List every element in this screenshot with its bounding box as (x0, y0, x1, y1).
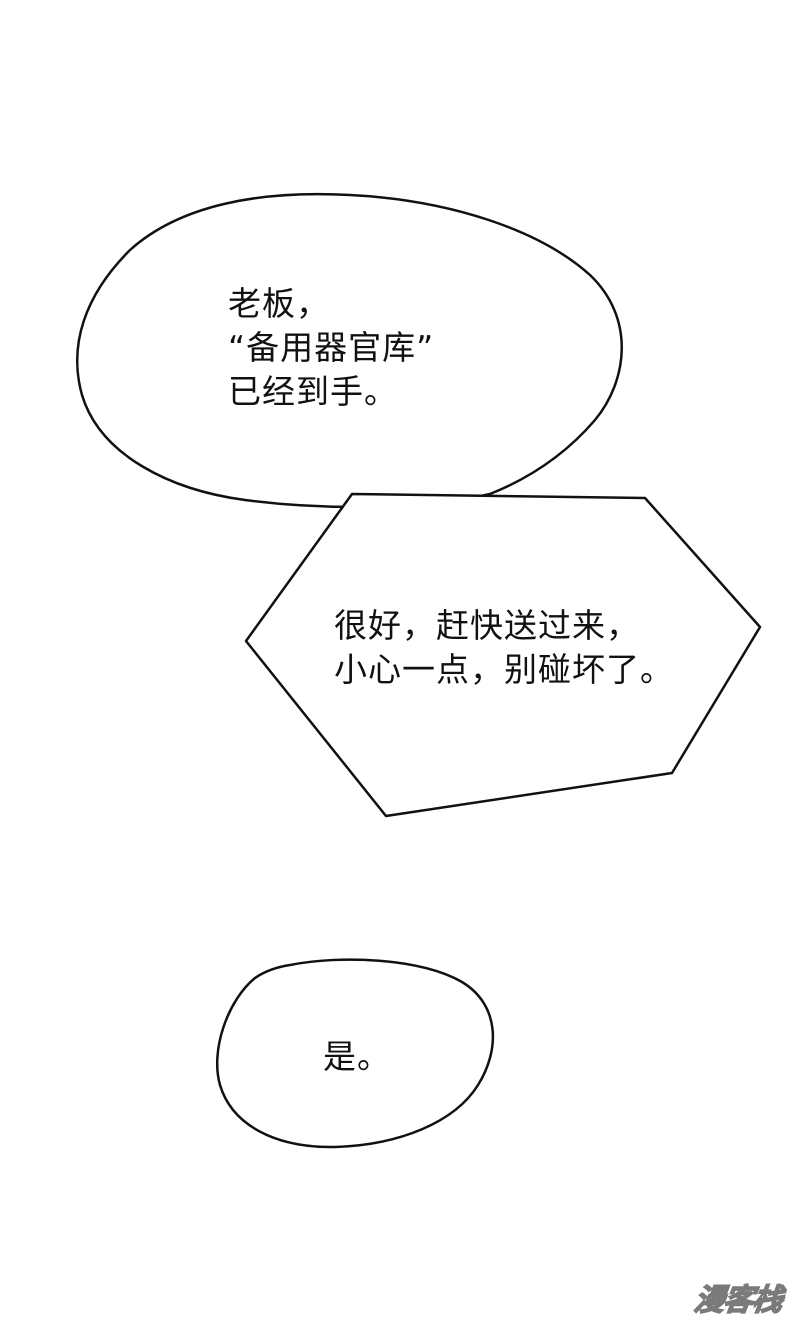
speech-line: 已经到手。 (228, 372, 398, 411)
speech-bubble-2-text: 很好，赶快送过来， 小心一点，别碰坏了。 (334, 604, 674, 692)
speech-bubble-2-outline (244, 492, 762, 818)
speech-bubble-3-outline (215, 958, 495, 1149)
speech-bubble-1-outline (75, 192, 623, 509)
speech-line: 很好，赶快送过来， (334, 606, 640, 645)
speech-line: “备用器官库” (228, 328, 435, 367)
speech-line: 小心一点，别碰坏了。 (334, 650, 674, 689)
speech-bubble-1-text: 老板， “备用器官库” 已经到手。 (228, 282, 434, 414)
speech-bubble-3-text: 是。 (323, 1035, 391, 1079)
speech-line: 老板， (228, 284, 330, 323)
speech-line: 是。 (323, 1037, 391, 1076)
watermark-logo: 漫客栈 (691, 1282, 784, 1319)
